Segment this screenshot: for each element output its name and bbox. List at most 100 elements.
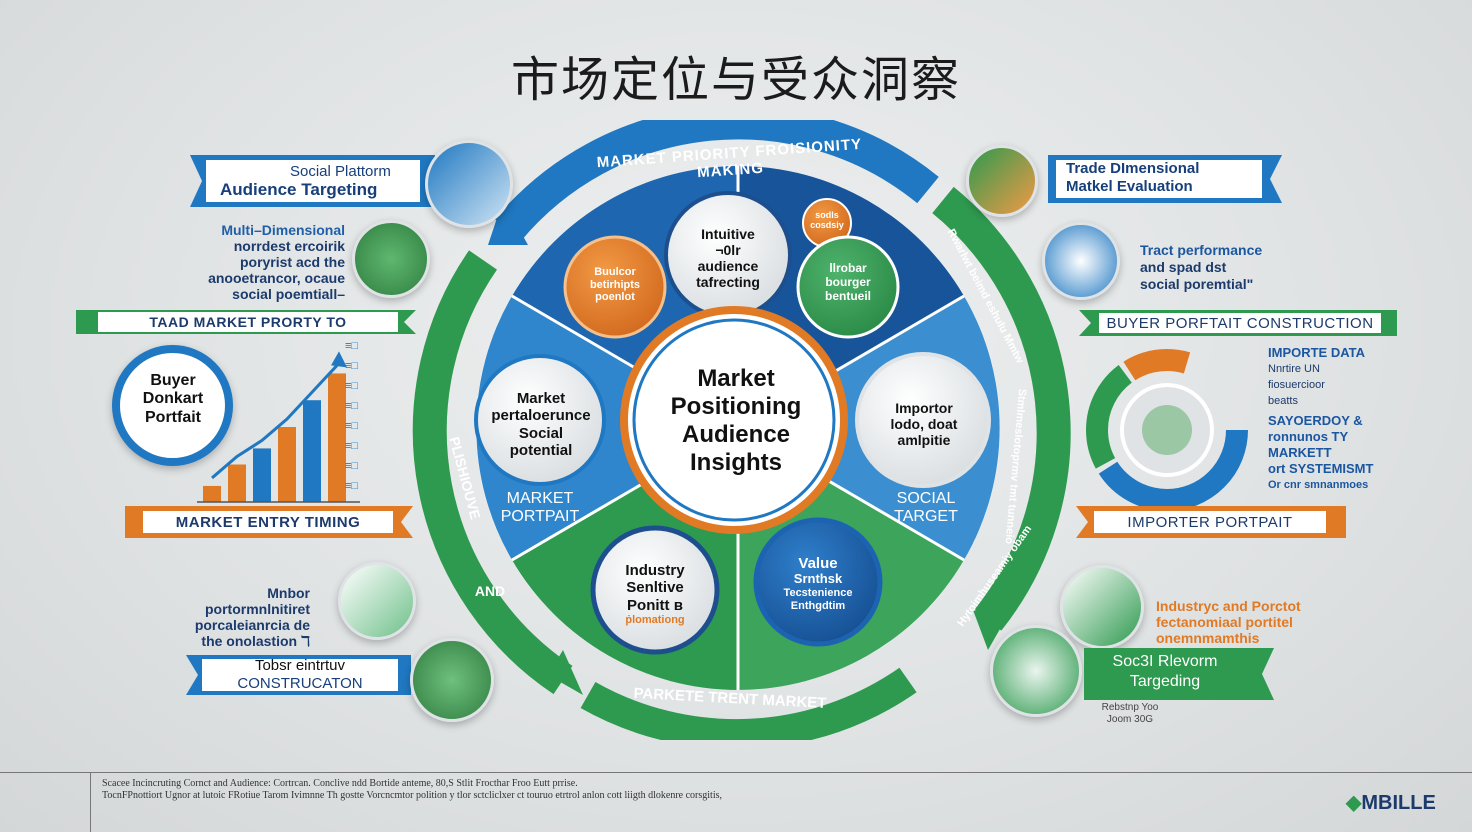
text-line: poryrist acd the	[239, 254, 345, 270]
green-mid-label: llrobar bourger bentueil	[803, 261, 893, 303]
package-photo-icon	[338, 562, 416, 640]
box-photo-icon	[966, 145, 1038, 217]
circle-orange-left	[563, 235, 667, 339]
industry-label-line: Senltive	[626, 579, 684, 597]
data-line: MARKETT	[1268, 445, 1332, 460]
right-text-industry: Industryc and Porctot fectanomiaal porti…	[1156, 598, 1326, 646]
industry-label-line: Industry	[625, 562, 685, 579]
segment-label-market-portrait: MARKET PORTPAIT	[480, 490, 600, 527]
screen-photo-icon	[1042, 222, 1120, 300]
segment-label-line: TARGET	[894, 508, 958, 526]
ribbon-buyer-portrait-construction-label: BUYER PORFTAIT CONSTRUCTION	[1099, 313, 1381, 333]
data-line: fiosuercioor	[1268, 379, 1325, 391]
circle-value	[753, 517, 883, 647]
circle-importor	[855, 352, 991, 488]
intuitive-label-line: tafrecting	[696, 274, 760, 291]
ribbon-social-platform-right-backdrop	[1084, 648, 1274, 700]
arrow-head-left	[548, 650, 583, 695]
ribbon-market-entry: MARKET ENTRY TIMING	[125, 506, 413, 538]
market-perf-label-line: Social	[518, 424, 564, 442]
text-line: social poemtiall–	[232, 286, 345, 302]
ribbon-line: Targeding	[1129, 673, 1201, 690]
ribbon-line: Social Plattorm	[290, 163, 391, 180]
intuitive-label-line: Intuitive	[701, 226, 755, 242]
trend-arrow-icon	[331, 351, 347, 368]
side-mark: ≡□	[345, 340, 359, 352]
buyer-portrait-badge	[112, 345, 233, 466]
importer-data-list: IMPORTE DATA Nnrtire UN fiosuercioor bea…	[1268, 345, 1418, 493]
orange-left-label-line: Buulcor	[594, 266, 636, 278]
segment-label-line: PORTPAIT	[500, 508, 580, 526]
center-label-line: Audience	[681, 421, 791, 448]
ribbon-line: CONSTRUCATON	[237, 675, 363, 692]
chart-side-marks: ≡□ ≡□ ≡□ ≡□ ≡□ ≡□ ≡□ ≡□	[345, 340, 375, 500]
ribbon-social-platform-right: Soc3I Rlevorm Targeding	[1090, 652, 1240, 696]
brand-logo-text: MBILLE	[1361, 792, 1436, 814]
trend-line	[211, 364, 339, 480]
product-photo-icon	[352, 220, 430, 298]
industry-label-line: Ponitt ʙ	[627, 596, 683, 614]
outer-arc-left	[412, 250, 573, 695]
value-label: Value Srnthsk Tecstenience Enthgdtim	[768, 555, 868, 612]
footer-line-2: TocnFPnottiort Ugnor at lutoic FRotiue T…	[102, 790, 722, 801]
footer-left-rule	[90, 772, 91, 832]
machinery-photo-icon	[410, 638, 494, 722]
ribbon-buyer-portrait-construction: BUYER PORFTAIT CONSTRUCTION	[1079, 310, 1397, 336]
text-line: Tract performance	[1140, 242, 1263, 258]
importor-label-line: lodo, doat	[890, 416, 958, 433]
data-line: Or cnr smnanmoes	[1268, 479, 1369, 491]
center-label-line: Insights	[689, 449, 782, 476]
text-line: fectanomiaal portitel	[1156, 614, 1293, 630]
green-mid-label-line: llrobar	[829, 261, 867, 275]
circle-market-perf	[474, 354, 606, 486]
orange-left-label-line: poenlot	[595, 291, 635, 304]
data-line: SAYOERDOY &	[1268, 413, 1363, 428]
orange-tiny-label-line: sodls	[815, 210, 839, 220]
text-line: Multi–Dimensional	[221, 222, 345, 238]
side-mark: ≡□	[345, 440, 359, 452]
importor-label-line: amlpitie	[897, 432, 951, 449]
bar	[303, 400, 321, 502]
text-line: social poremtial"	[1140, 276, 1254, 292]
ribbon-line: Trade DImensional	[1066, 160, 1200, 177]
center-label: Market Positioning Audience Insights	[620, 365, 852, 477]
text-line: the onolastion ℸ	[201, 633, 310, 649]
arrow-head-right	[973, 610, 1008, 650]
value-label-line: Tecstenience	[783, 587, 853, 600]
ribbon-construction: Tobsr eintrtuv CONSTRUCATON	[202, 657, 398, 692]
caption-line: Joom 30G	[1106, 714, 1154, 725]
ribbon-market-priority: TAAD MARKET PRORTY TO	[76, 310, 416, 334]
circle-green-mid	[796, 235, 900, 339]
ribbon-line: Matkel Evaluation	[1066, 178, 1193, 195]
circle-center	[620, 306, 848, 534]
side-mark: ≡□	[345, 480, 359, 492]
center-label-line: Positioning	[670, 393, 802, 420]
side-mark: ≡□	[345, 400, 359, 412]
orange-tiny-label-line: cosdsiy	[810, 220, 844, 231]
positioning-hub-diagram	[412, 120, 1071, 740]
center-label-line: Market	[697, 365, 775, 392]
device-photo-icon	[425, 140, 513, 228]
market-perf-label: Market pertaloerunce Social potential	[482, 390, 600, 459]
bar	[253, 448, 271, 502]
orange-left-label: Buulcor betirhipts poenlot	[570, 266, 660, 304]
ribbon-line: Audience Targeting	[220, 180, 378, 199]
ribbon-social-platform: Social Plattorm Audience Targeting	[206, 160, 420, 202]
market-perf-label-line: potential	[509, 441, 573, 459]
text-line: portormnlnitiret	[205, 601, 310, 617]
buyer-portrait-line: Buyer	[150, 372, 196, 389]
right-caption: Rebstnp Yoo Joom 30G	[1090, 702, 1170, 726]
orange-tiny-label: sodls cosdsiy	[802, 210, 852, 231]
device-photo-icon-2	[1060, 565, 1144, 649]
buyer-portrait-label: Buyer Donkart Portfait	[118, 372, 228, 427]
ribbon-trade-dimensional: Trade DImensional Matkel Evaluation	[1056, 160, 1262, 198]
data-line: IMPORTE DATA	[1268, 345, 1366, 360]
bar	[203, 485, 221, 502]
circle-industry	[590, 525, 720, 655]
importor-label-line: Importor	[895, 400, 953, 416]
donut-chart-graphic	[1086, 349, 1248, 511]
green-mid-label-line: bentueil	[824, 288, 871, 303]
value-label-line: Enthgdtim	[790, 599, 846, 612]
value-label-line: Value	[798, 555, 838, 572]
intuitive-label-line: audience	[697, 258, 759, 275]
